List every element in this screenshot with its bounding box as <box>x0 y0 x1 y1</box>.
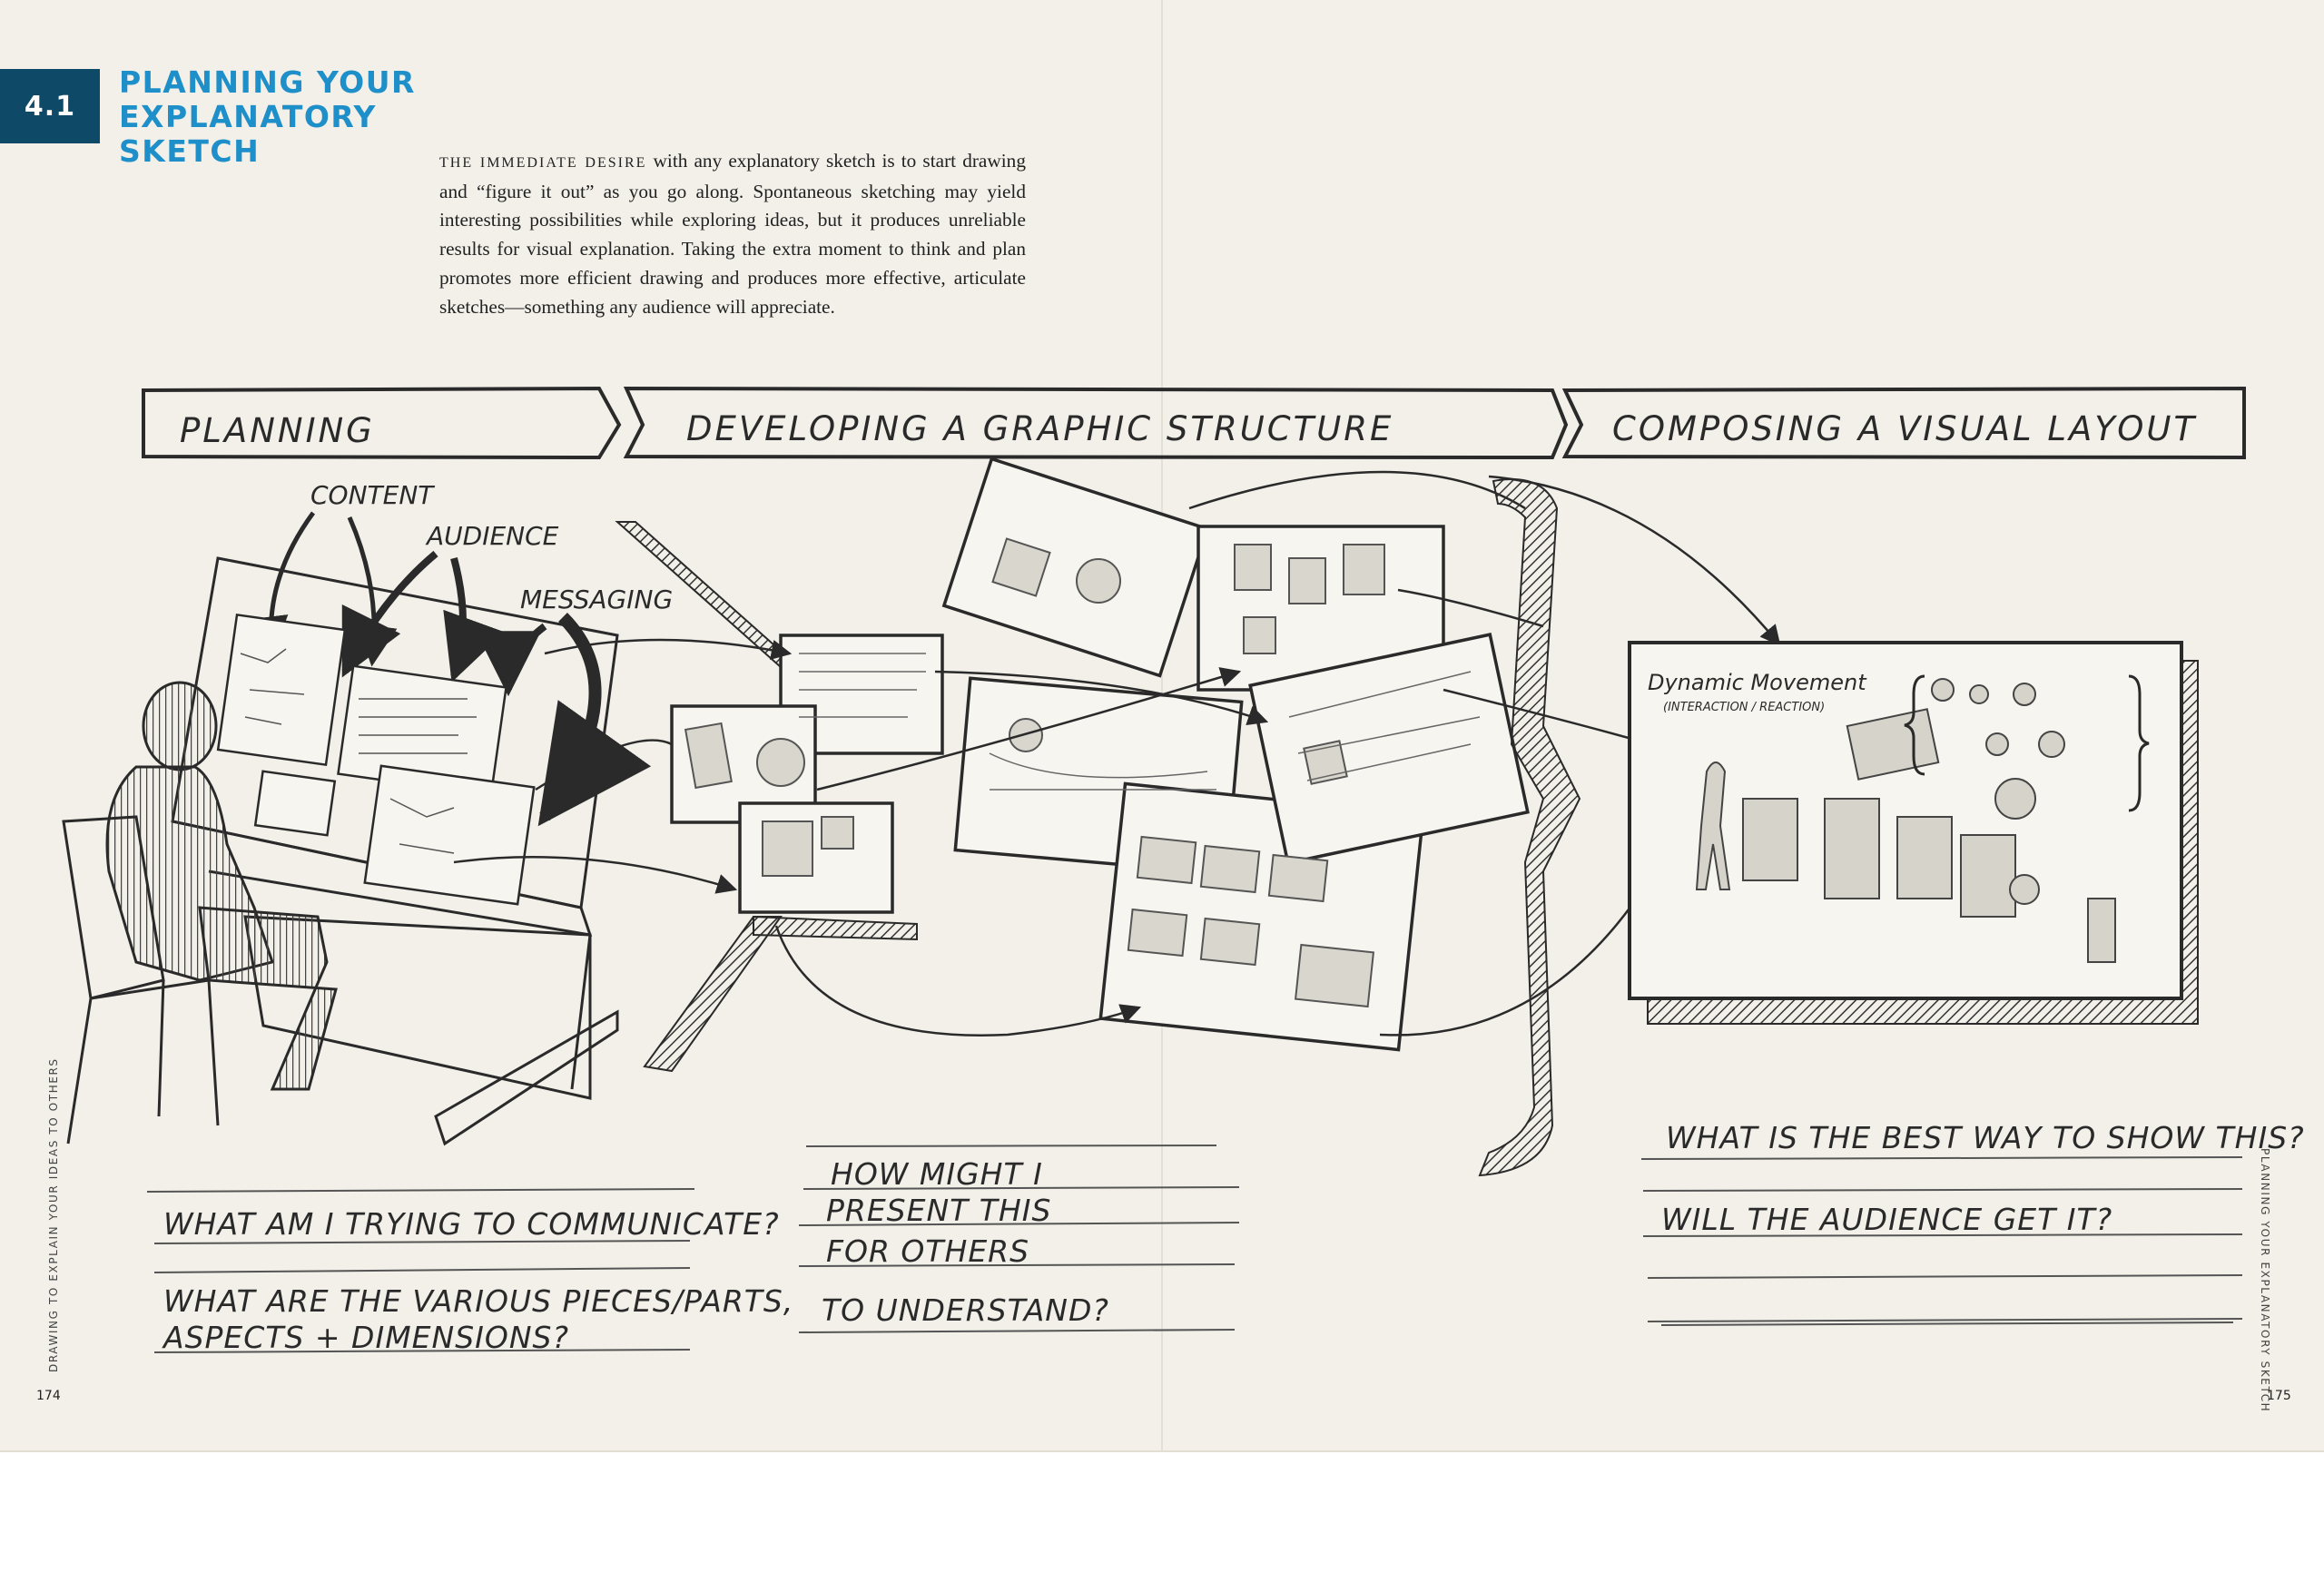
structure-bracket-bottom <box>643 916 783 1073</box>
label-content: CONTENT <box>310 480 435 510</box>
stage-label-planning: PLANNING <box>180 411 375 450</box>
panel-details <box>684 537 1385 1008</box>
question-structure-3: FOR OTHERS <box>826 1233 1029 1269</box>
banner-planning-frame <box>142 386 622 460</box>
intro-lead-in: THE IMMEDIATE DESIRE <box>439 155 647 171</box>
right-running-head: PLANNING YOUR EXPLANATORY SKETCH <box>2259 1148 2271 1413</box>
left-running-head: DRAWING TO EXPLAIN YOUR IDEAS TO OTHERS <box>47 1057 60 1372</box>
question-structure-1: HOW MIGHT I <box>831 1156 1043 1192</box>
intro-paragraph: THE IMMEDIATE DESIRE with any explanator… <box>439 147 1026 321</box>
layout-subtitle: (INTERACTION / REACTION) <box>1663 701 1825 714</box>
right-page-number: 175 <box>2267 1389 2291 1403</box>
structure-bracket-floor <box>753 915 918 941</box>
section-title-line: SKETCH <box>119 133 261 169</box>
banner-structure-frame <box>623 386 1569 460</box>
question-layout-1: WHAT IS THE BEST WAY TO SHOW THIS? <box>1666 1120 2305 1155</box>
board-thumbnail-sketches <box>216 613 536 906</box>
hatched-divider <box>1478 478 1581 1177</box>
question-rules <box>146 1145 2243 1353</box>
seated-figure <box>105 681 338 1091</box>
section-title: PLANNING YOUR EXPLANATORY SKETCH <box>119 65 419 169</box>
question-structure-4: TO UNDERSTAND? <box>822 1292 1109 1328</box>
stage-label-layout: COMPOSING A VISUAL LAYOUT <box>1612 409 2197 448</box>
section-title-line: PLANNING YOUR <box>119 64 416 100</box>
layout-brace <box>1904 674 2150 812</box>
layout-sketch-details <box>1695 678 2116 963</box>
chair <box>62 815 220 1145</box>
question-structure-2: PRESENT THIS <box>826 1193 1051 1228</box>
label-messaging: MESSAGING <box>520 585 673 614</box>
layout-title: Dynamic Movement <box>1648 670 1867 695</box>
stage-banners <box>142 386 2246 460</box>
explanatory-sketch-illustration: PLANNING DEVELOPING A GRAPHIC STRUCTURE … <box>62 386 2305 1355</box>
intro-body: with any explanatory sketch is to start … <box>439 150 1026 318</box>
stage-label-structure: DEVELOPING A GRAPHIC STRUCTURE <box>686 409 1393 448</box>
question-layout-2: WILL THE AUDIENCE GET IT? <box>1661 1202 2112 1237</box>
label-audience: AUDIENCE <box>425 521 559 551</box>
structure-connectors <box>453 470 1544 1037</box>
left-page-number: 174 <box>36 1389 61 1403</box>
structure-thin-lines <box>799 653 1481 791</box>
question-planning-1: WHAT AM I TRYING TO COMMUNICATE? <box>163 1206 780 1242</box>
section-number: 4.1 <box>0 69 100 143</box>
question-planning-2: WHAT ARE THE VARIOUS PIECES/PARTS, <box>163 1283 793 1319</box>
book-spread: 4.1 PLANNING YOUR EXPLANATORY SKETCH THE… <box>0 0 2324 1452</box>
structure-sketch-panels <box>670 457 1530 1052</box>
section-title-line: EXPLANATORY <box>119 99 377 134</box>
banner-layout-frame <box>1561 386 2246 460</box>
question-planning-3: ASPECTS + DIMENSIONS? <box>162 1320 569 1355</box>
